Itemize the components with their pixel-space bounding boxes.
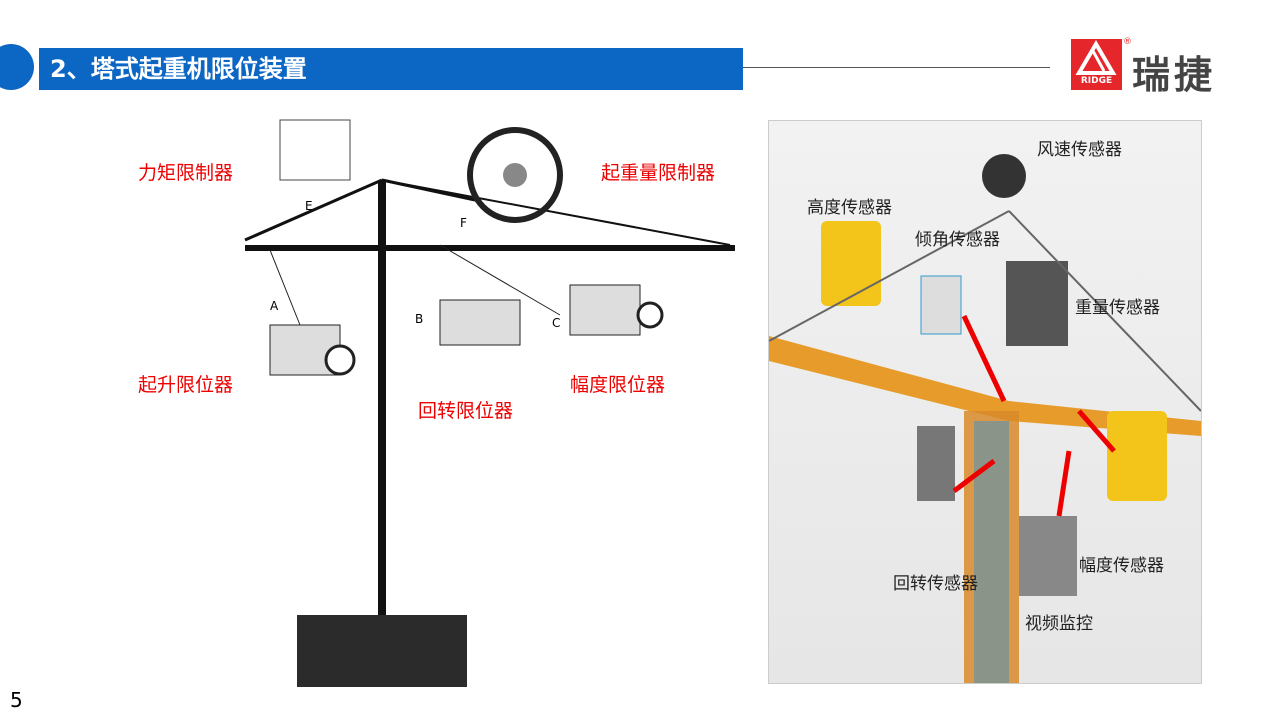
ridge-logo-icon: RIDGE — [1071, 39, 1122, 90]
letter-f: F — [460, 216, 467, 230]
letter-b: B — [415, 312, 423, 326]
label-moment-limiter: 力矩限制器 — [138, 162, 234, 184]
label-trolley-limiter: 幅度限位器 — [570, 374, 666, 396]
header-divider — [743, 67, 1050, 68]
logo-text: 瑞捷 — [1132, 53, 1217, 97]
title-circle-decoration — [0, 44, 34, 90]
pulley-wheel — [467, 127, 563, 223]
label-height-sensor: 高度传感器 — [807, 198, 892, 218]
label-video-monitor: 视频监控 — [1025, 614, 1093, 634]
crane-base — [297, 615, 467, 687]
trolley-limiter-device — [569, 284, 641, 336]
page-number: 5 — [10, 688, 23, 712]
sensor-photo: 风速传感器 高度传感器 倾角传感器 重量传感器 回转传感器 幅度传感器 视频监控 — [768, 120, 1202, 684]
label-tilt-sensor: 倾角传感器 — [915, 230, 1000, 250]
letter-a: A — [270, 299, 279, 313]
crane-limit-diagram: A B C E F — [244, 119, 735, 687]
label-load-limiter: 起重量限制器 — [601, 162, 716, 184]
label-hoist-limiter: 起升限位器 — [138, 374, 234, 396]
slewing-limiter-device — [439, 299, 521, 346]
registered-mark: ® — [1123, 37, 1132, 47]
logo-mark-text: RIDGE — [1080, 76, 1113, 86]
label-slewing-limiter: 回转限位器 — [418, 400, 514, 422]
jib — [245, 245, 735, 251]
tower-mast — [378, 180, 386, 620]
title-bar — [39, 48, 743, 90]
page-title: 2、塔式起重机限位装置 — [50, 55, 307, 83]
label-wind-sensor: 风速传感器 — [1037, 140, 1122, 160]
label-weight-sensor: 重量传感器 — [1075, 298, 1160, 318]
label-slewing-sensor: 回转传感器 — [893, 574, 978, 594]
letter-e: E — [305, 199, 313, 213]
letter-c: C — [552, 316, 560, 330]
label-amplitude-sensor: 幅度传感器 — [1079, 556, 1164, 576]
